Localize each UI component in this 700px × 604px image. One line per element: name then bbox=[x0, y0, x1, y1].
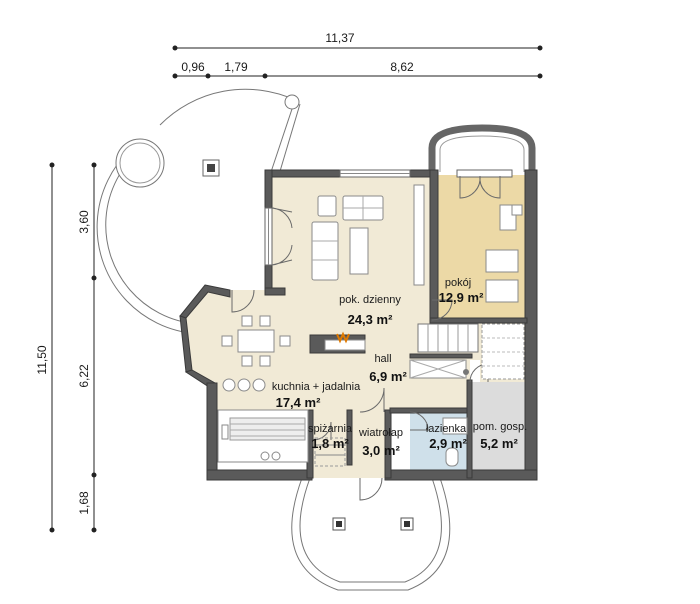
bathroom-fixtures bbox=[314, 417, 468, 467]
room-area-vestibule: 3,0 m² bbox=[362, 443, 400, 458]
room-label-room: pokój bbox=[445, 277, 471, 289]
windows bbox=[264, 169, 513, 266]
room-area-room: 12,9 m² bbox=[439, 290, 484, 305]
dim-left-seg-3: 1,68 bbox=[77, 491, 91, 515]
dim-left-seg-2: 6,22 bbox=[77, 364, 91, 388]
dim-top-seg-2: 1,79 bbox=[224, 60, 248, 74]
room-label-living: pok. dzienny bbox=[339, 294, 401, 306]
fireplace-flame-icon bbox=[336, 331, 350, 344]
room-area-kitchen: 17,4 m² bbox=[276, 395, 321, 410]
room-area-utility: 5,2 m² bbox=[480, 436, 518, 451]
kitchen-dining-furniture bbox=[217, 315, 309, 463]
room-furniture bbox=[485, 204, 523, 303]
living-room-furniture bbox=[311, 184, 425, 351]
room-area-living: 24,3 m² bbox=[348, 312, 393, 327]
dim-top-seg-3: 8,62 bbox=[390, 60, 414, 74]
stairs bbox=[409, 323, 525, 380]
room-area-bathroom: 2,9 m² bbox=[429, 436, 467, 451]
room-label-vestibule: wiatrołap bbox=[358, 427, 403, 439]
room-area-pantry: 1,8 m² bbox=[311, 436, 349, 451]
top-dimension-lines bbox=[172, 45, 543, 79]
pergola-column bbox=[284, 94, 300, 110]
room-label-utility: pom. gosp. bbox=[473, 421, 527, 433]
room-label-pantry: spiżarnia bbox=[308, 423, 353, 435]
left-dimension-lines bbox=[49, 162, 97, 533]
floor-utility bbox=[472, 382, 527, 474]
pergola-column bbox=[115, 138, 165, 188]
terrace-pergola bbox=[96, 88, 301, 335]
doors bbox=[231, 175, 501, 501]
dim-top-seg-1: 0,96 bbox=[181, 60, 205, 74]
dim-left-seg-1: 3,60 bbox=[77, 210, 91, 234]
room-label-hall: hall bbox=[374, 353, 391, 365]
dim-left-total: 11,50 bbox=[35, 345, 49, 374]
entrance-porch bbox=[291, 477, 451, 591]
room-label-bathroom: łazienka bbox=[426, 423, 467, 435]
room-label-kitchen: kuchnia + jadalnia bbox=[272, 381, 361, 393]
room-bay-window bbox=[428, 124, 536, 172]
room-area-hall: 6,9 m² bbox=[369, 369, 407, 384]
dim-top-total: 11,37 bbox=[325, 31, 354, 45]
